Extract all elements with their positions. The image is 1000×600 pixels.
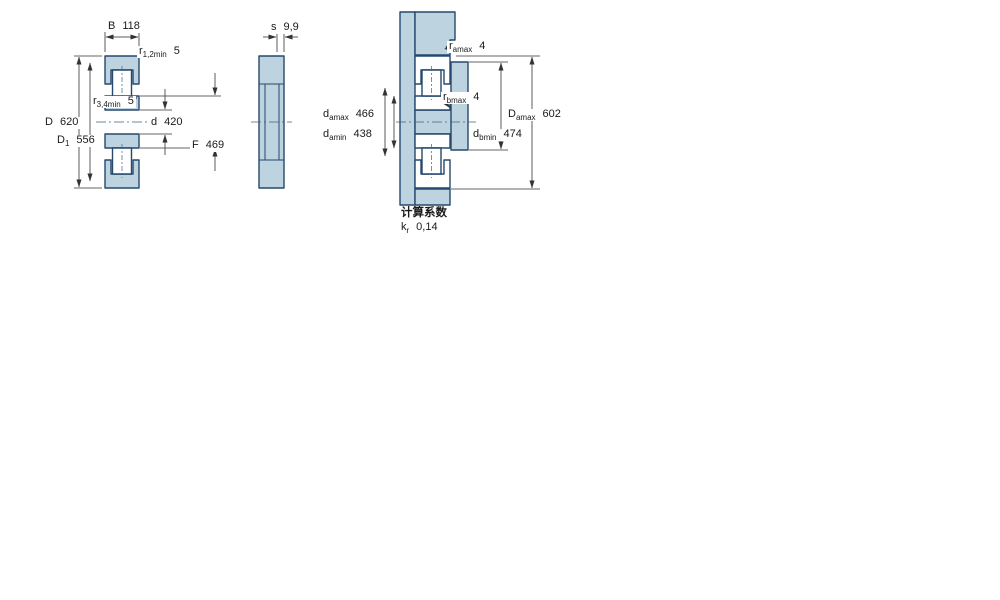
dim-D xyxy=(74,55,102,189)
dim-s xyxy=(263,32,298,52)
dim-d xyxy=(140,89,172,155)
ring-side-profile xyxy=(258,55,285,189)
housing-seat-top xyxy=(414,11,456,56)
dim-da xyxy=(382,87,397,157)
bearing-side-view xyxy=(251,32,298,189)
housing-shoulder-wall xyxy=(399,11,416,206)
mounting-dimensions-view xyxy=(382,11,540,206)
calculation-factors-title: 计算系数 xyxy=(399,207,449,220)
abutment-ring xyxy=(450,61,469,151)
housing-seat-bottom xyxy=(414,188,451,206)
dim-B xyxy=(104,32,140,52)
